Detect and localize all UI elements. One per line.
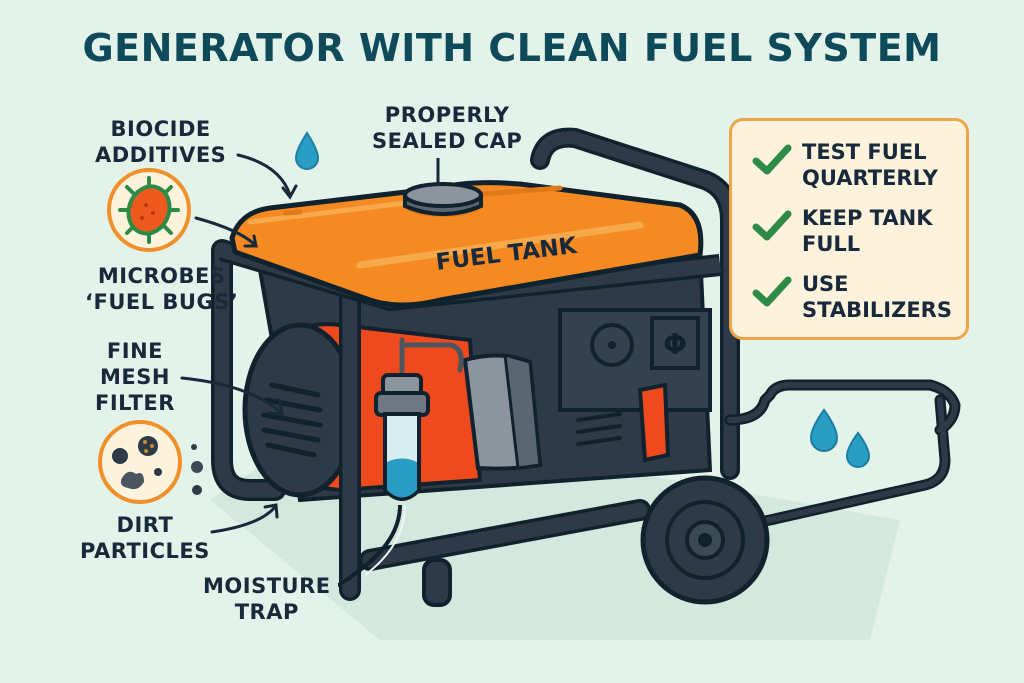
microbe-icon (107, 168, 191, 252)
water-drop-icon (809, 408, 839, 452)
checklist-item: USE STABILIZERS (752, 271, 952, 323)
svg-text:Φ: Φ (663, 328, 687, 361)
power-switch-icon (650, 316, 700, 370)
checkmark-icon (752, 144, 792, 175)
maintenance-checklist: TEST FUEL QUARTERLY KEEP TANK FULL USE S… (729, 118, 969, 340)
label-microbes: MICROBES ‘FUEL BUGS’ (85, 264, 239, 314)
label-fine-mesh-filter: FINE MESH FILTER (95, 339, 175, 415)
checklist-item: TEST FUEL QUARTERLY (752, 139, 938, 191)
page-title: GENERATOR WITH CLEAN FUEL SYSTEM (82, 26, 942, 70)
water-drop-icon (294, 131, 320, 170)
checkmark-icon (752, 276, 792, 307)
checkmark-icon (752, 210, 792, 241)
checklist-item: KEEP TANK FULL (752, 205, 932, 257)
label-sealed-cap: PROPERLY SEALED CAP (372, 103, 523, 153)
label-moisture-trap: MOISTURE TRAP (203, 574, 331, 624)
label-dirt-particles: DIRT PARTICLES (80, 513, 210, 563)
label-biocide-additives: BIOCIDE ADDITIVES (95, 117, 227, 167)
fuel-cap-icon (403, 182, 483, 208)
water-drop-icon (845, 431, 871, 468)
dirt-particles-icon (98, 420, 203, 504)
